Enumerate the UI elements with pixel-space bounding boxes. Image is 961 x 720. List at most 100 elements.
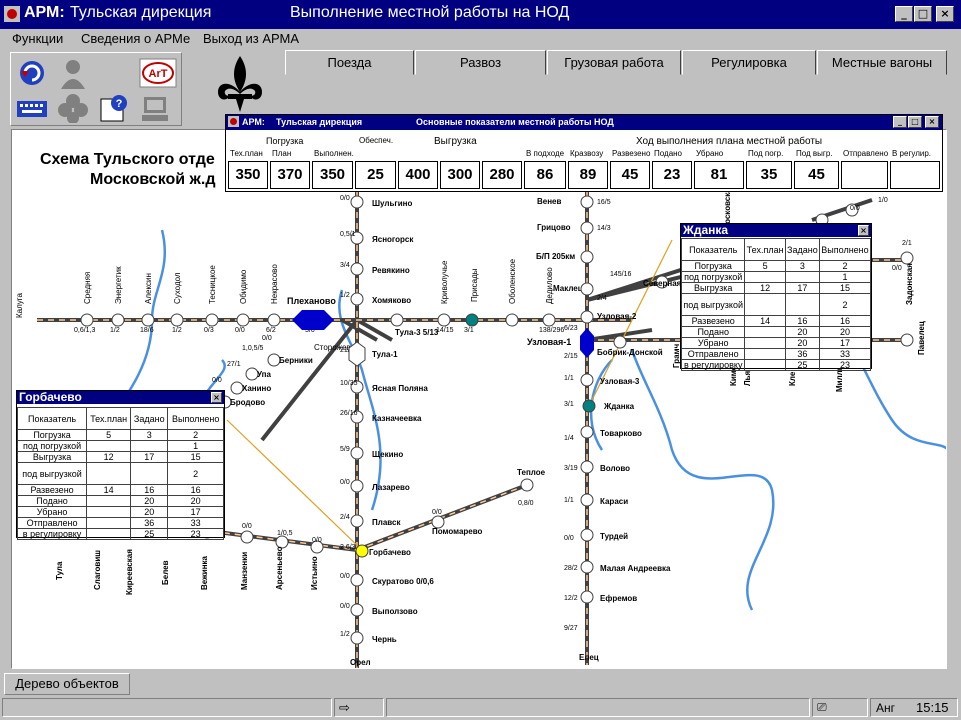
station-node[interactable]	[505, 313, 519, 327]
station-count: 138/296	[539, 327, 564, 334]
station-count: 0/0	[262, 335, 272, 342]
keyboard-icon[interactable]	[15, 93, 51, 127]
panel-direction: Тульская дирекция	[276, 117, 363, 127]
gorbachevo-close-button[interactable]: ×	[211, 392, 222, 403]
prisady-node[interactable]	[465, 313, 479, 327]
station-node[interactable]	[580, 460, 594, 474]
station-node[interactable]	[437, 313, 451, 327]
refresh-icon[interactable]	[15, 57, 51, 91]
station-node[interactable]	[267, 353, 281, 367]
station-node[interactable]	[350, 231, 364, 245]
station-node[interactable]	[236, 313, 250, 327]
station-node[interactable]	[350, 380, 364, 394]
station-node[interactable]	[310, 540, 324, 554]
station-node[interactable]	[580, 221, 594, 235]
tab-cargo[interactable]: Грузовая работа	[547, 50, 681, 75]
station-node[interactable]	[613, 335, 627, 349]
language-indicator[interactable]: Анг	[876, 701, 896, 715]
station-node[interactable]	[350, 292, 364, 306]
tula1-hub[interactable]	[348, 341, 366, 367]
station-node[interactable]	[390, 313, 404, 327]
station-node[interactable]	[900, 251, 914, 265]
station-node[interactable]	[350, 479, 364, 493]
tab-regulation[interactable]: Регулировка	[682, 50, 816, 75]
gorbachevo-cell: 33	[167, 517, 224, 529]
station-node[interactable]	[580, 590, 594, 604]
station-label: Северная	[643, 279, 682, 288]
panel-minimize-button[interactable]: _	[893, 116, 907, 128]
tab-trains[interactable]: Поезда	[285, 50, 414, 75]
user-icon[interactable]	[56, 57, 92, 91]
station-count: 0/0	[212, 377, 222, 384]
panel-value-12: 35	[746, 161, 792, 189]
station-count: 3/4	[340, 262, 350, 269]
menu-exit[interactable]: Выход из АРМА	[203, 31, 300, 46]
station-node[interactable]	[580, 250, 594, 264]
uzlovaya1-hub[interactable]	[580, 328, 594, 358]
panel-close-button[interactable]: ×	[925, 116, 939, 128]
puzzle-icon[interactable]	[56, 93, 92, 127]
station-node[interactable]	[275, 535, 289, 549]
station-node[interactable]	[520, 478, 534, 492]
station-node[interactable]	[267, 313, 281, 327]
station-node[interactable]	[350, 446, 364, 460]
station-node[interactable]	[350, 603, 364, 617]
station-label: Слаговиш	[93, 550, 102, 590]
station-node[interactable]	[580, 373, 594, 387]
station-node[interactable]	[350, 631, 364, 645]
station-node[interactable]	[205, 313, 219, 327]
station-node[interactable]	[350, 410, 364, 424]
station-node[interactable]	[580, 493, 594, 507]
station-node[interactable]	[245, 367, 259, 381]
station-count: 0/0	[312, 537, 322, 544]
maximize-button[interactable]: □	[914, 6, 932, 22]
station-node[interactable]	[580, 528, 594, 542]
menu-functions[interactable]: Функции	[12, 31, 64, 46]
station-node[interactable]	[350, 573, 364, 587]
station-node[interactable]	[350, 262, 364, 276]
station-label: Средняя	[83, 272, 92, 304]
tab-local-wagons[interactable]: Местные вагоны	[817, 50, 947, 75]
station-node[interactable]	[141, 313, 155, 327]
station-node[interactable]	[111, 313, 125, 327]
minimize-button[interactable]: _	[895, 6, 913, 22]
station-node[interactable]	[845, 203, 859, 217]
station-label: Волово	[600, 464, 630, 473]
close-button[interactable]: ×	[936, 6, 954, 22]
station-node[interactable]	[240, 530, 254, 544]
station-node[interactable]	[580, 560, 594, 574]
menu-about[interactable]: Сведения о АРМе	[81, 31, 191, 46]
tab-razvoz[interactable]: Развоз	[415, 50, 546, 75]
gorbachevo-cell: Выгрузка	[16, 451, 88, 463]
station-node[interactable]	[230, 381, 244, 395]
panel-header-2: Выполнен.	[314, 149, 354, 158]
help-document-icon[interactable]: ?	[97, 93, 133, 127]
gorbachevo-node[interactable]	[355, 544, 369, 558]
station-node[interactable]	[170, 313, 184, 327]
zhdanka-node[interactable]	[582, 399, 596, 413]
station-node[interactable]	[542, 313, 556, 327]
station-node[interactable]	[350, 514, 364, 528]
station-label-plekhanovo: Плеханово	[287, 296, 336, 306]
station-node[interactable]	[580, 282, 594, 296]
station-node[interactable]	[580, 425, 594, 439]
zhdanka-close-button[interactable]: ×	[858, 225, 869, 236]
station-node[interactable]	[900, 333, 914, 347]
zhdanka-cell: Выгрузка	[680, 282, 746, 294]
station-label: Кимов	[729, 361, 738, 387]
station-label: Хомяково	[372, 296, 411, 305]
panel-header-12: Под погр.	[748, 149, 784, 158]
art-icon[interactable]: ArT	[138, 57, 177, 91]
computer-icon[interactable]	[138, 93, 174, 127]
station-node[interactable]	[655, 275, 669, 289]
station-node[interactable]	[580, 195, 594, 209]
station-node[interactable]	[80, 313, 94, 327]
zhdanka-cell: 2	[818, 293, 872, 316]
plekhanovo-hub[interactable]	[292, 310, 334, 330]
station-node[interactable]	[431, 515, 445, 529]
station-node[interactable]	[580, 310, 594, 324]
station-node[interactable]	[350, 195, 364, 209]
panel-maximize-button[interactable]: □	[908, 116, 922, 128]
tab-object-tree[interactable]: Дерево объектов	[4, 673, 130, 695]
